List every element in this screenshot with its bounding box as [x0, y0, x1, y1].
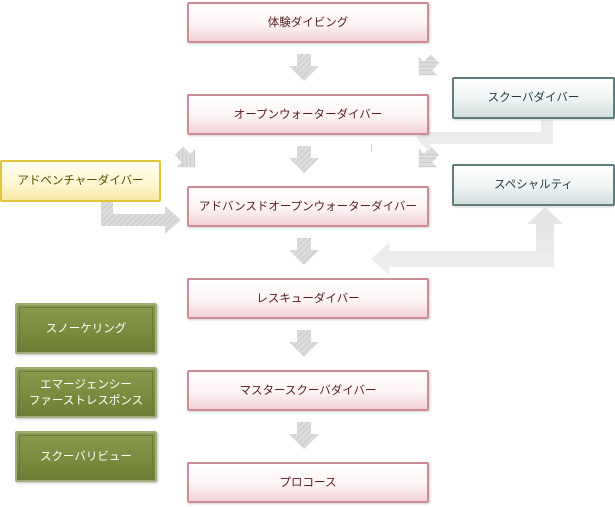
node-label: アドバンスドオープンウォーターダイバー	[199, 198, 417, 213]
node-label: プロコース	[279, 474, 337, 489]
down-arrow	[289, 238, 319, 265]
node-label: スクーバダイバー	[487, 90, 580, 105]
course-label-line2: ファーストレスポンス	[28, 392, 144, 407]
node-taiken-diving[interactable]: 体験ダイビング	[187, 2, 429, 43]
down-arrow	[289, 330, 319, 357]
course-emergency-first-response[interactable]: エマージェンシー ファーストレスポンス	[15, 367, 157, 418]
course-scuba-review[interactable]: スクーバリビュー	[15, 431, 157, 482]
node-label: スペシャルティ	[493, 177, 573, 192]
divider-mark	[371, 144, 372, 152]
node-advanced-open-water-diver[interactable]: アドバンスドオープンウォーターダイバー	[187, 186, 429, 227]
node-specialty[interactable]: スペシャルティ	[452, 164, 615, 206]
down-arrow	[289, 422, 319, 449]
node-label: マスタースクーバダイバー	[239, 382, 377, 397]
diagonal-arrow	[418, 146, 440, 168]
bent-arrow-scuba-to-openwater	[416, 120, 553, 152]
u-arrow-specialty-to-advanced	[371, 207, 563, 275]
diagonal-arrow	[174, 146, 196, 168]
down-arrow	[289, 54, 319, 81]
bent-arrow-adventure-to-advanced	[101, 200, 181, 234]
node-label: オープンウォーターダイバー	[233, 106, 383, 121]
node-label: 体験ダイビング	[267, 14, 349, 29]
node-open-water-diver[interactable]: オープンウォーターダイバー	[187, 94, 429, 135]
course-label: スノーケリング	[45, 320, 127, 335]
node-master-scuba-diver[interactable]: マスタースクーバダイバー	[187, 370, 429, 411]
node-adventure-diver[interactable]: アドベンチャーダイバー	[0, 160, 161, 202]
node-scuba-diver[interactable]: スクーバダイバー	[452, 77, 615, 119]
diagonal-arrow	[418, 54, 440, 76]
down-arrow	[289, 146, 319, 173]
node-label: アドベンチャーダイバー	[17, 173, 144, 188]
node-rescue-diver[interactable]: レスキューダイバー	[187, 278, 429, 319]
node-label: レスキューダイバー	[256, 290, 360, 305]
course-label: スクーバリビュー	[40, 448, 132, 463]
course-snorkeling[interactable]: スノーケリング	[15, 303, 157, 354]
node-pro-course[interactable]: プロコース	[187, 462, 429, 503]
course-label-line1: エマージェンシー	[40, 376, 132, 391]
